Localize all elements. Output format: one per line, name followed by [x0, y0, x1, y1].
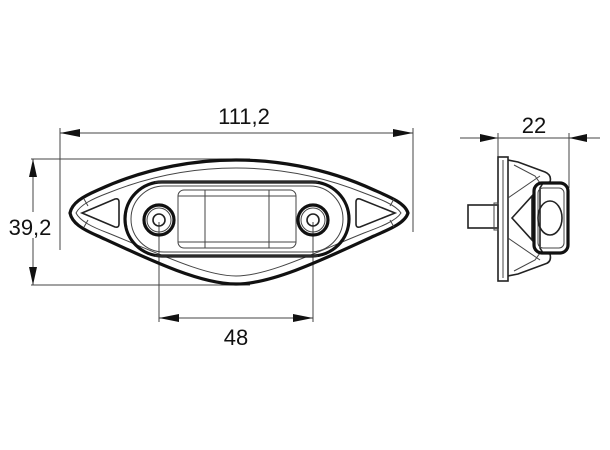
front-view: 111,2 39,2 48 — [2, 104, 414, 350]
side-view: 22 — [460, 113, 600, 282]
reflector-left — [79, 198, 120, 228]
dim-label-hole-spacing: 48 — [224, 325, 248, 350]
arrow-right-icon — [480, 134, 498, 142]
dimension-hole-spacing: 48 — [158, 222, 314, 350]
arrow-left-icon — [569, 134, 587, 142]
dimension-overall-height: 39,2 — [2, 158, 250, 286]
dim-label-depth: 22 — [522, 113, 546, 138]
dimension-overall-length: 111,2 — [59, 104, 414, 250]
arrow-up-icon — [29, 159, 37, 177]
arrow-left-icon — [159, 314, 179, 322]
arrow-right-icon — [293, 314, 313, 322]
mounting-hole-left — [142, 203, 176, 237]
arrow-left-icon — [60, 129, 80, 137]
dim-label-height: 39,2 — [9, 215, 52, 240]
dim-label-length: 111,2 — [218, 104, 270, 129]
lamp-outer-outline — [68, 158, 410, 286]
mounting-hole-right — [296, 203, 330, 237]
arrow-right-icon — [393, 129, 413, 137]
reflector-right — [355, 198, 398, 228]
side-reflector — [510, 193, 533, 243]
side-body — [507, 159, 552, 277]
dimension-depth: 22 — [460, 113, 600, 188]
arrow-down-icon — [29, 267, 37, 285]
side-lens-cap — [532, 181, 570, 255]
